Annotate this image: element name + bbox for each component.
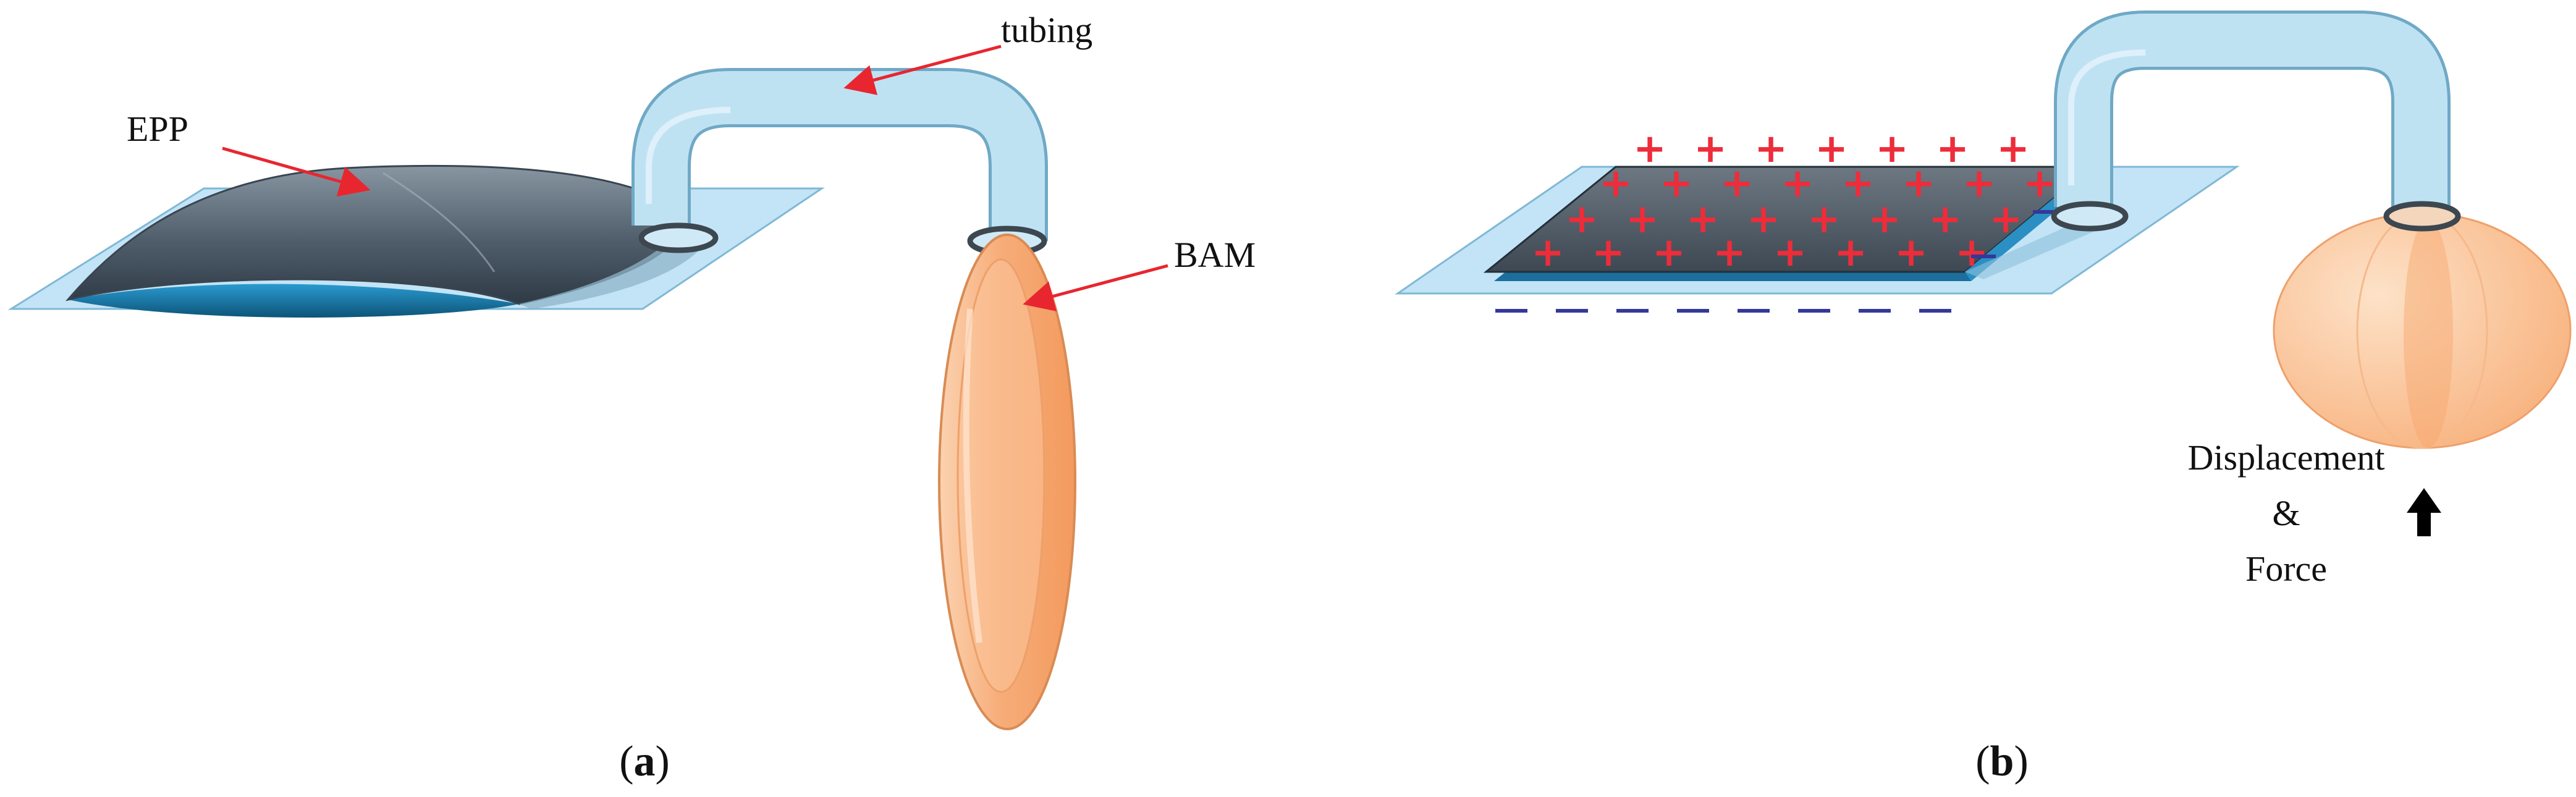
positive-charge: + xyxy=(1902,161,1935,206)
positive-charge: + xyxy=(1928,196,1962,242)
epp-pouch xyxy=(65,164,711,318)
epp-plate xyxy=(1483,166,2101,281)
positive-charge: + xyxy=(1531,230,1565,276)
positive-charge: + xyxy=(1773,230,1807,276)
positive-charge: + xyxy=(1815,126,1848,172)
caption-b: (b) xyxy=(1975,738,2029,785)
negative-charge xyxy=(1859,309,1891,313)
negative-charge xyxy=(1556,309,1588,313)
positive-charge: + xyxy=(1747,196,1780,242)
caption-a: (a) xyxy=(619,738,670,785)
negative-charges xyxy=(1495,210,2058,313)
positive-charge: + xyxy=(1633,126,1666,172)
positive-charge: + xyxy=(1754,126,1788,172)
tubing-a xyxy=(631,68,1048,256)
label-force: Force xyxy=(2245,549,2327,589)
positive-charge: + xyxy=(1807,196,1841,242)
tubing-pointer-arrow xyxy=(843,44,1002,95)
tube-ring-right-b xyxy=(2383,201,2461,232)
positive-charge: + xyxy=(1592,230,1625,276)
positive-charge: + xyxy=(1841,161,1875,206)
bam-actuator xyxy=(938,234,1076,730)
positive-charge: + xyxy=(1868,196,1901,242)
positive-charge: + xyxy=(1894,230,1928,276)
epp-pointer-arrow xyxy=(222,146,371,197)
negative-charge xyxy=(1616,309,1649,313)
positive-charge: + xyxy=(1834,230,1867,276)
negative-charge xyxy=(1495,309,1527,313)
positive-charge: + xyxy=(1660,161,1693,206)
positive-charge: + xyxy=(1996,126,2030,172)
tube-ring-left xyxy=(638,222,719,253)
negative-charge xyxy=(1738,309,1770,313)
positive-charge: + xyxy=(1694,126,1727,172)
positive-charge: + xyxy=(2023,161,2056,206)
positive-charges: +++++++++++++++++++++++++++++++++ xyxy=(1531,126,2092,276)
positive-charge: + xyxy=(1962,161,1996,206)
negative-charge xyxy=(1919,309,1951,313)
positive-charge: + xyxy=(1989,196,2022,242)
positive-charge: + xyxy=(1713,230,1746,276)
negative-charge xyxy=(1677,309,1709,313)
positive-charge: + xyxy=(1936,126,1969,172)
label-bam: BAM xyxy=(1174,235,1256,275)
bam-actuator-inflated xyxy=(2273,201,2572,449)
label-epp: EPP xyxy=(127,109,188,149)
negative-charge xyxy=(1971,255,1996,258)
negative-charge xyxy=(2033,210,2058,214)
positive-charge: + xyxy=(1720,161,1754,206)
label-displacement: Displacement xyxy=(2188,437,2385,478)
negative-charge xyxy=(1798,309,1830,313)
positive-charge: + xyxy=(1781,161,1814,206)
tube-ring-left-b xyxy=(2051,201,2129,232)
positive-charge: + xyxy=(1652,230,1686,276)
positive-charge: + xyxy=(1955,230,1988,276)
positive-charge: + xyxy=(1599,161,1632,206)
tubing-b xyxy=(2051,11,2451,232)
positive-charge: + xyxy=(1875,126,1909,172)
panel-a: EPP tubing BAM (a) xyxy=(7,10,1256,785)
label-tubing: tubing xyxy=(1001,10,1092,50)
up-arrow-icon xyxy=(2407,488,2441,536)
positive-charge: + xyxy=(1686,196,1720,242)
panel-b: +++++++++++++++++++++++++++++++++ Displa… xyxy=(1395,11,2572,785)
positive-charge: + xyxy=(1626,196,1659,242)
positive-charge: + xyxy=(1565,196,1598,242)
label-ampersand: & xyxy=(2272,493,2300,533)
bam-pointer-arrow xyxy=(1023,264,1168,311)
